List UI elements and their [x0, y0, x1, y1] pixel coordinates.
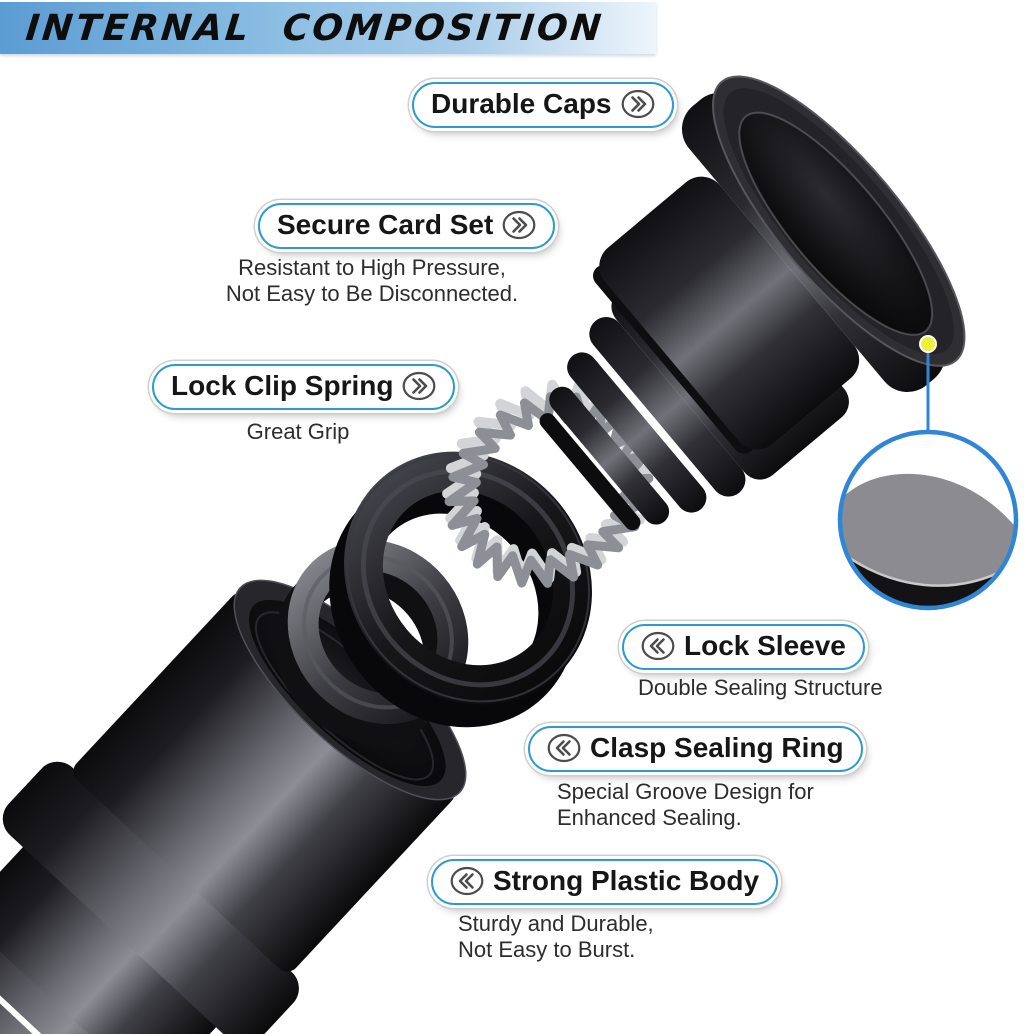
- label-text: Lock Clip Spring: [171, 370, 394, 401]
- label-strong-plastic-body: Strong Plastic Body: [431, 859, 779, 905]
- label-text: Clasp Sealing Ring: [590, 732, 844, 763]
- lock-clip-spring-description: Great Grip: [198, 419, 398, 445]
- desc-line: Double Sealing Structure: [638, 675, 883, 700]
- lock-sleeve-description: Double Sealing Structure: [638, 675, 883, 701]
- desc-line: Not Easy to Be Disconnected.: [225, 281, 519, 307]
- desc-line: Great Grip: [246, 419, 350, 444]
- label-text: Durable Caps: [431, 88, 612, 119]
- desc-line: Not Easy to Burst.: [458, 937, 636, 963]
- durable-cap-part: [593, 75, 966, 454]
- callout-dot: [919, 335, 937, 353]
- double-chevron-right-icon: [621, 89, 654, 119]
- label-text: Lock Sleeve: [684, 630, 846, 661]
- double-chevron-left-icon: [641, 631, 675, 661]
- double-chevron-left-icon: [547, 733, 581, 763]
- label-clasp-sealing-ring: Clasp Sealing Ring: [528, 726, 863, 772]
- label-text: Strong Plastic Body: [493, 865, 760, 896]
- label-secure-card-set: Secure Card Set: [258, 203, 556, 249]
- label-lock-clip-spring: Lock Clip Spring: [152, 364, 456, 410]
- label-lock-sleeve: Lock Sleeve: [622, 624, 865, 670]
- label-text: Secure Card Set: [277, 209, 494, 240]
- double-chevron-right-icon: [403, 371, 436, 401]
- magnifier-detail: [837, 335, 1019, 611]
- desc-line: Enhanced Sealing.: [557, 805, 742, 831]
- title-banner: INTERNAL COMPOSITION: [0, 2, 656, 54]
- desc-line: Resistant to High Pressure,: [238, 255, 506, 280]
- desc-line: Sturdy and Durable,: [458, 911, 654, 936]
- page-title: INTERNAL COMPOSITION: [23, 7, 606, 49]
- label-durable-caps: Durable Caps: [412, 82, 674, 128]
- strong-plastic-body-description: Sturdy and Durable, Not Easy to Burst.: [458, 911, 654, 964]
- clasp-sealing-ring-description: Special Groove Design for Enhanced Seali…: [557, 779, 814, 832]
- lock-sleeve-part: [329, 451, 592, 728]
- double-chevron-left-icon: [450, 866, 484, 896]
- secure-card-set-description: Resistant to High Pressure, Not Easy to …: [212, 255, 532, 308]
- double-chevron-right-icon: [502, 210, 536, 240]
- desc-line: Special Groove Design for: [557, 779, 814, 804]
